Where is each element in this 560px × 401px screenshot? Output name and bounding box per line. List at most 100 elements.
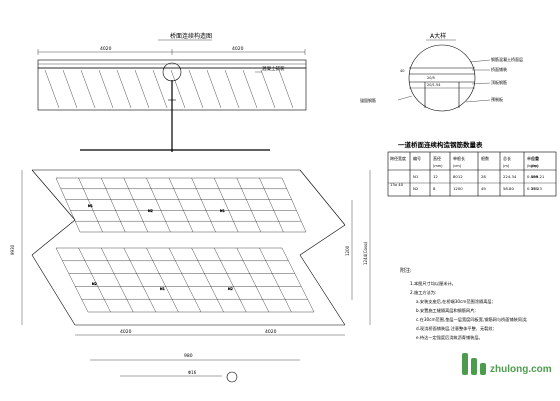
watermark: zhulong.com — [462, 353, 552, 375]
rebar-line — [101, 177, 126, 233]
stirrup-line — [260, 69, 276, 109]
rebar-line — [259, 247, 292, 313]
rebar-line — [281, 177, 307, 233]
stirrup-line — [152, 69, 168, 109]
bar-label: N1 — [88, 204, 93, 208]
stirrup-line — [134, 69, 150, 109]
plan-dim-vertical-left: 9930 — [10, 244, 15, 255]
rebar-line — [236, 177, 261, 233]
table-cell: 12 — [433, 174, 438, 179]
note-2: 2.施工方法为: — [410, 289, 436, 296]
rebar-line — [146, 177, 171, 233]
rebar-line — [168, 177, 194, 233]
note-6: d.现浇桥面铺装层,注意整体平整、无裂纹; — [416, 325, 494, 332]
rebar-quantity-table: 一道桥面连续构造钢筋数量表 跨径宽度 13x 40 编号直径(mm)单根长(cm… — [387, 140, 557, 197]
stirrup-line — [116, 69, 132, 109]
stirrup-line — [224, 69, 240, 109]
note-7: e.待达一定强度后浇筑沥青铺装层。 — [416, 334, 483, 341]
rebar-line — [191, 247, 224, 313]
elevation-dim-left: 4020 — [100, 46, 112, 52]
plan-dim-bottom-right: 4020 — [265, 329, 277, 335]
note-1: 1.本图尺寸均以厘米计。 — [410, 280, 456, 287]
rebar-line — [78, 247, 111, 313]
table-cell: 23.23 — [531, 186, 542, 191]
table-cell: N2 — [413, 186, 419, 191]
table-cell: 1200 — [453, 186, 463, 191]
rebar-line — [123, 177, 148, 233]
table-unit: (cm) — [453, 164, 462, 168]
bar-label: N2 — [228, 287, 233, 291]
detail-a-callout-3: 顶板钢筋 — [491, 79, 507, 85]
notes: 附注: 1.本图尺寸均以厘米计。 2.施工方法为: a.安装支座后,在桥端30c… — [400, 267, 528, 341]
stirrup-line — [170, 69, 186, 109]
plan-dim-vertical-right-2: 1244(Cosα) — [363, 241, 368, 265]
table-cell: 28 — [481, 174, 486, 179]
elevation-dim-right: 4020 — [232, 46, 244, 52]
table-cell: 58.80 — [503, 186, 514, 191]
detail-a-dim-2: 40 — [400, 69, 404, 73]
table-cell: 49 — [481, 186, 486, 191]
table-cell: N1 — [413, 174, 419, 179]
rebar-line — [191, 177, 216, 233]
detail-a-callout-2: 桥面铺装 — [491, 66, 507, 72]
table-cell: 224.34 — [503, 174, 517, 179]
rebar-line — [123, 247, 156, 313]
elevation-title: 桥面连续构造图 — [170, 32, 212, 40]
rebar-line — [55, 177, 81, 233]
watermark-text: zhulong.com — [490, 364, 552, 375]
bar-label: N1 — [160, 287, 165, 291]
rebar-line — [146, 247, 179, 313]
bar-label: N2 — [92, 282, 97, 286]
table-header: 根数 — [481, 155, 489, 161]
rebar-line — [259, 177, 284, 233]
stirrup-line — [98, 69, 114, 109]
rebar-line — [214, 247, 247, 313]
plan-bottom-label: Φ16 — [188, 370, 197, 375]
detail-a-title: A大样 — [430, 32, 446, 40]
stirrup-line — [62, 69, 78, 109]
detail-a-dim-1: 20/5 — [427, 76, 435, 80]
note-5: c.在30cm范围,垫层一层宽度同板宽,钢筋网与桥面铺装同浇; — [416, 316, 528, 323]
rebar-line — [168, 247, 202, 313]
rebar-line — [236, 247, 269, 313]
watermark-logo-icon — [462, 353, 486, 375]
table-title: 一道桥面连续构造钢筋数量表 — [398, 140, 483, 149]
elevation-view: 桥面连续构造图 4020 4020 混凝土铺装 — [37, 32, 307, 152]
rebar-line — [101, 247, 134, 313]
detail-a-dim-3: 20/1.54 — [427, 83, 441, 87]
stirrup-line — [278, 69, 294, 109]
detail-a-callout-1: 钢筋混凝土桥面层 — [491, 56, 523, 62]
notes-heading: 附注: — [400, 267, 412, 274]
note-4: b.安置施工缝隔离层和钢筋网片; — [416, 307, 476, 314]
table-cell: 8 — [433, 186, 436, 191]
plan-dim-vertical-right: 1200 — [345, 245, 350, 256]
rebar-line — [214, 177, 239, 233]
table-header: 单位重 — [527, 155, 539, 161]
table-row-label: 13x 40 — [390, 182, 404, 187]
table-header: 直径 — [433, 155, 441, 161]
table-cell: 0.395 — [527, 186, 538, 191]
table-row-label-head: 跨径宽度 — [390, 155, 406, 161]
detail-a-note: 锚固钢筋 — [360, 97, 376, 103]
elevation-label-deck: 混凝土铺装 — [262, 65, 285, 72]
plan-dim-bottom-total: 980 — [184, 353, 193, 359]
rebar-line — [78, 177, 103, 233]
stirrup-line — [206, 69, 222, 109]
bar-label: N1 — [220, 209, 225, 213]
stirrup-line — [80, 69, 96, 109]
stirrup-line — [242, 69, 258, 109]
table-unit: (kg/m) — [527, 164, 539, 168]
table-header: 单根长 — [453, 155, 465, 161]
note-3: a.安装支座后,在桥端30cm范围涂隔离层; — [416, 298, 493, 305]
rebar-line — [55, 247, 89, 313]
detail-a-callout-4: 预制板 — [491, 96, 503, 102]
stirrup-line — [44, 69, 60, 109]
table-unit: (kg) — [531, 164, 539, 168]
table-cell: 199.21 — [531, 174, 545, 179]
table-header: 总重 — [531, 155, 539, 161]
rebar-line — [281, 247, 315, 313]
table-unit: (m) — [503, 164, 510, 168]
table-unit: (mm) — [433, 164, 443, 168]
